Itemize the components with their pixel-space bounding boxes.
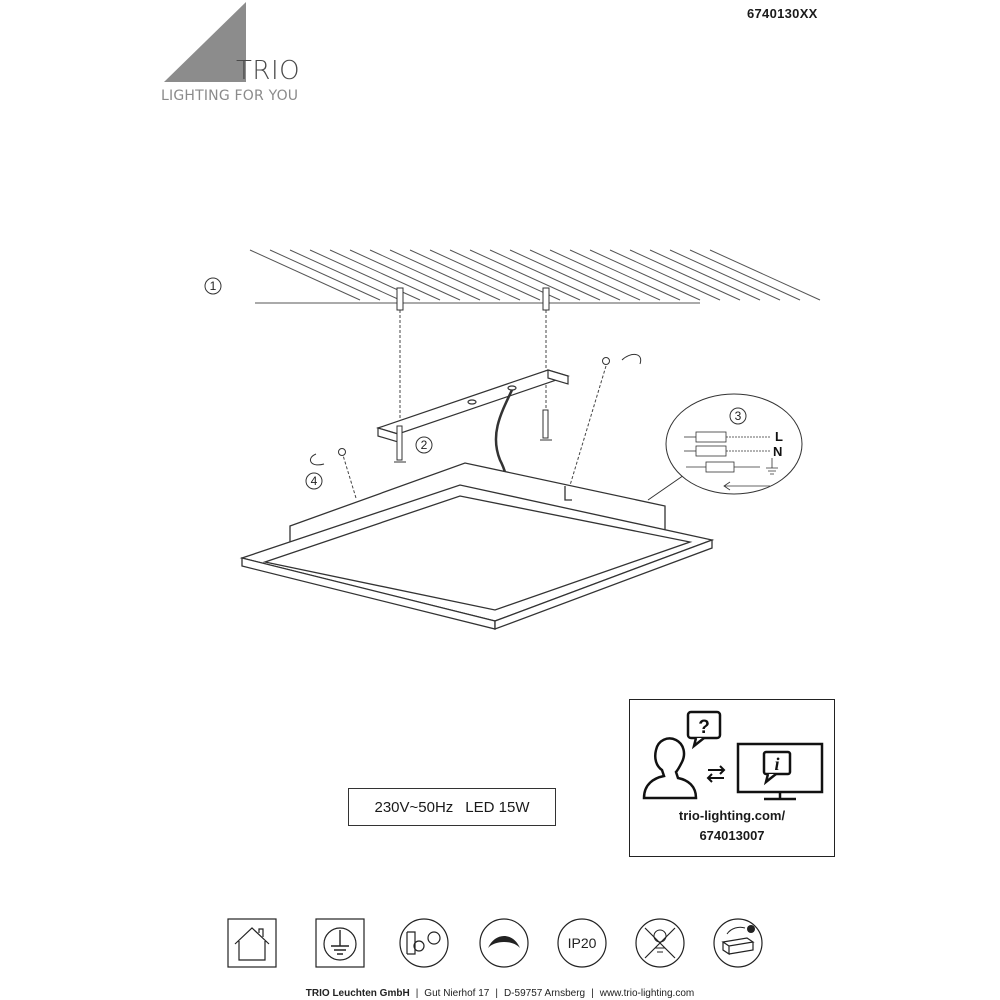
mounting-bracket xyxy=(376,369,570,443)
trio-logo xyxy=(164,2,246,82)
hatch-line xyxy=(449,249,561,301)
no-dimmer-icon xyxy=(635,918,685,968)
street-address: Gut Nierhof 17 xyxy=(424,988,490,999)
dimmable-icon xyxy=(479,918,529,968)
driver-icon xyxy=(713,918,763,968)
support-illustration: ? i xyxy=(642,710,824,801)
screws xyxy=(394,409,552,463)
support-url-line-1: trio-lighting.com/ xyxy=(678,808,786,823)
side-screws xyxy=(338,357,610,456)
hatch-line xyxy=(409,249,521,301)
hatch-line xyxy=(509,249,621,301)
brand-tagline: LIGHTING FOR YOU xyxy=(161,88,299,104)
ip20-icon: IP20 xyxy=(557,918,607,968)
online-info-box: ? i trio-lighting.com/ 674013007 xyxy=(629,699,835,857)
hatch-line xyxy=(369,249,481,301)
hatch-line xyxy=(649,249,761,301)
website-link[interactable]: www.trio-lighting.com xyxy=(599,988,695,999)
hatch-line xyxy=(489,249,601,301)
led-spec: LED 15W xyxy=(465,798,530,816)
hatch-line xyxy=(589,249,701,301)
step-2-label: 2 xyxy=(421,438,428,452)
protection-class-i-icon xyxy=(315,918,365,968)
person-icon xyxy=(642,737,698,800)
hatch-line xyxy=(249,249,361,301)
voltage-spec: 230V~50Hz xyxy=(374,798,454,816)
rotation-arrows xyxy=(309,354,642,466)
bulb-type-icon xyxy=(399,918,449,968)
electrical-spec-box: 230V~50Hz LED 15W xyxy=(348,788,556,826)
step-1-label: 1 xyxy=(210,279,217,293)
installation-diagram: 1 2 3 4 L N xyxy=(204,249,821,630)
ceiling-hatch xyxy=(249,249,821,304)
question-bubble-icon xyxy=(686,710,722,750)
support-url[interactable]: trio-lighting.com/ 674013007 xyxy=(630,806,834,846)
led-panel xyxy=(239,462,715,630)
hatch-line xyxy=(569,249,681,301)
hatch-line xyxy=(469,249,581,301)
company-name: TRIO Leuchten GmbH xyxy=(305,988,410,999)
hatch-line xyxy=(269,249,381,301)
hatch-line xyxy=(429,249,541,301)
wiring-callout xyxy=(647,393,803,501)
hatch-line xyxy=(389,249,501,301)
hatch-line xyxy=(669,249,781,301)
hatch-line xyxy=(349,249,461,301)
certification-symbols: IP20 xyxy=(227,918,787,970)
exchange-arrows-icon xyxy=(706,765,726,783)
hatch-line xyxy=(329,249,441,301)
step-markers xyxy=(204,277,747,490)
hatch-line xyxy=(689,249,801,301)
step-4-label: 4 xyxy=(311,474,318,488)
hatch-line xyxy=(549,249,661,301)
product-code: 6740130XX xyxy=(747,6,818,21)
wire-live-label: L xyxy=(775,429,783,444)
city-address: D-59757 Arnsberg xyxy=(503,988,586,999)
support-url-line-2: 674013007 xyxy=(699,828,765,843)
hatch-line xyxy=(289,249,401,301)
step-3-label: 3 xyxy=(735,409,742,423)
question-mark: ? xyxy=(698,717,710,738)
indoor-use-icon xyxy=(227,918,277,968)
guide-lines xyxy=(341,310,607,499)
hatch-line xyxy=(629,249,741,301)
monitor-icon xyxy=(736,742,824,801)
hatch-line xyxy=(609,249,721,301)
wire-neutral-label: N xyxy=(773,444,782,459)
footer-address: TRIO Leuchten GmbH|Gut Nierhof 17|D-5975… xyxy=(305,988,695,999)
ip-rating-label: IP20 xyxy=(568,935,597,951)
hatch-line xyxy=(529,249,641,301)
hatch-line xyxy=(709,249,821,301)
info-glyph: i xyxy=(774,754,779,774)
brand-name: TRIO xyxy=(236,56,301,86)
